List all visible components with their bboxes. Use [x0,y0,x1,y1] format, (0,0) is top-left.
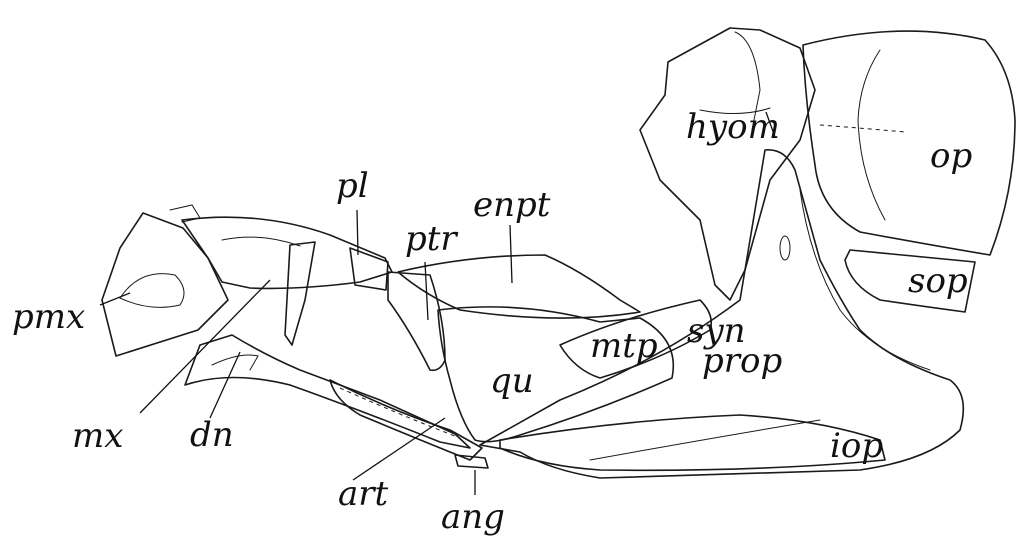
palatine-bone [350,248,388,290]
label-sop: sop [908,261,968,301]
articular-bone [330,380,482,460]
label-op: op [930,136,972,176]
label-pmx: pmx [12,297,85,337]
opercle-bone [803,31,1015,255]
label-ang: ang [441,497,505,537]
label-mtp: mtp [590,326,658,366]
label-prop: prop [702,341,782,381]
maxilla-bone [182,217,392,345]
premaxilla-bone [102,205,228,356]
hyomandibular-bone [640,28,815,300]
labels: pmx mx dn pl ptr enpt qu mtp syn prop hy… [12,107,972,537]
label-enpt: enpt [473,185,551,225]
label-art: art [338,474,389,514]
label-iop: iop [830,426,883,466]
label-pl: pl [336,166,369,206]
angular-bone [455,455,488,468]
label-qu: qu [490,361,534,401]
label-hyom: hyom [686,107,780,147]
label-mx: mx [72,416,123,456]
label-dn: dn [190,415,234,455]
label-ptr: ptr [405,219,458,259]
